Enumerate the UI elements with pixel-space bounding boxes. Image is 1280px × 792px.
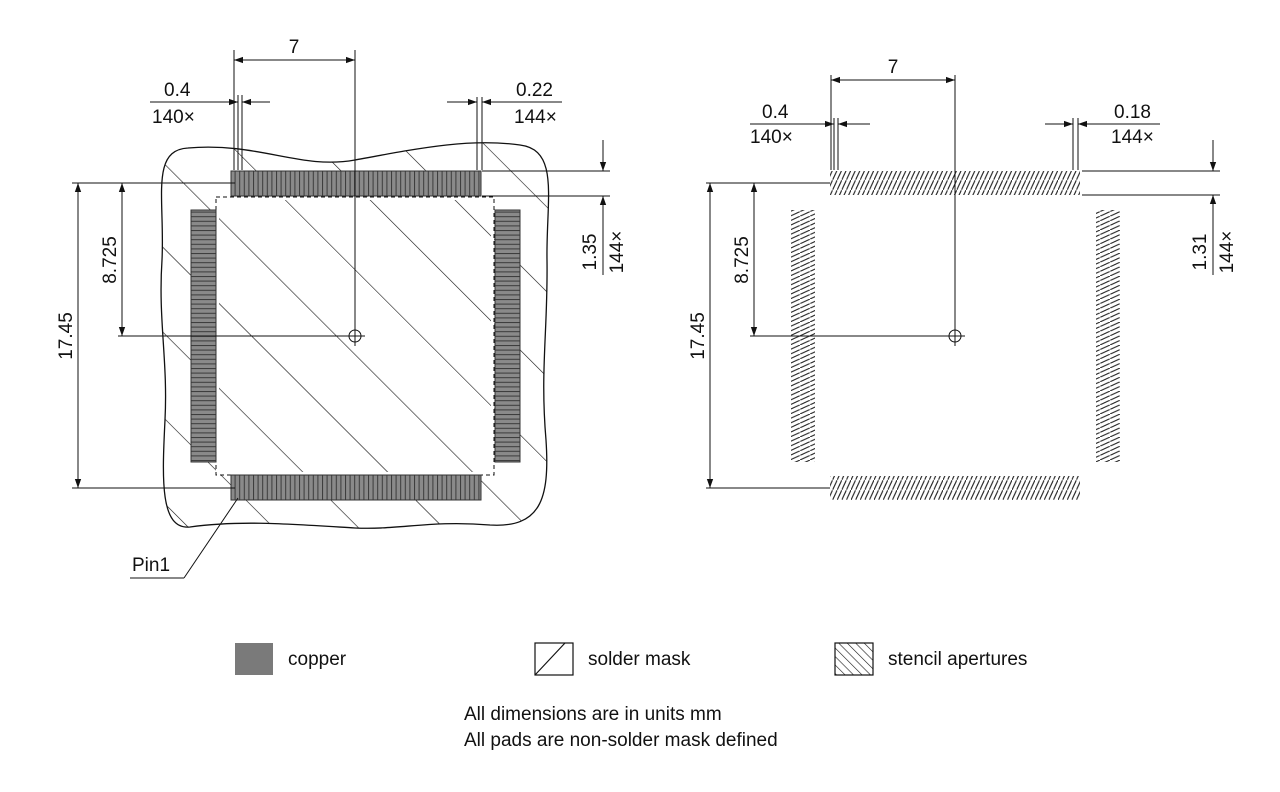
right-half-height-label: 8.725: [732, 236, 753, 284]
right-aperture-length-count: 144×: [1217, 231, 1238, 274]
right-aperture-width-value: 0.18: [1114, 102, 1151, 123]
legend-solder-mask-swatch: [534, 642, 574, 676]
left-pitch-label: 7: [289, 37, 300, 58]
right-pitch-label: 7: [888, 57, 899, 78]
left-mask-width-value: 0.22: [516, 80, 553, 101]
stencil-row-bottom: [830, 476, 1080, 500]
legend-stencil-label: stencil apertures: [888, 649, 1027, 670]
left-pad-length-count: 144×: [607, 231, 628, 274]
left-height-label: 17.45: [56, 312, 77, 360]
legend: copper solder mask stencil apertures: [235, 642, 1027, 676]
note-pads: All pads are non-solder mask defined: [464, 730, 778, 751]
right-aperture-width-count: 144×: [1111, 127, 1154, 148]
left-pad-length-value: 1.35: [580, 234, 601, 271]
left-view: 7 0.4 140× 0.22 144× 17.45: [56, 37, 628, 579]
note-units: All dimensions are in units mm: [464, 704, 722, 725]
stencil-row-right: [1096, 210, 1120, 462]
left-mask-width-count: 144×: [514, 107, 557, 128]
right-pad-width-value: 0.4: [762, 102, 789, 123]
legend-solder-mask-label: solder mask: [588, 649, 691, 670]
right-view: 7 0.4 140× 0.18 144× 17.45: [688, 57, 1238, 500]
left-pad-width-value: 0.4: [164, 80, 191, 101]
left-half-height-label: 8.725: [100, 236, 121, 284]
left-pad-width-count: 140×: [152, 107, 195, 128]
right-aperture-length-value: 1.31: [1190, 234, 1211, 271]
legend-stencil-swatch: [834, 642, 874, 676]
copper-pad-row-bottom: [230, 474, 482, 501]
legend-copper-label: copper: [288, 649, 347, 670]
copper-pad-row-top: [230, 170, 482, 197]
right-pad-width-count: 140×: [750, 127, 793, 148]
copper-pad-row-right: [494, 209, 521, 463]
right-height-label: 17.45: [688, 312, 709, 360]
legend-copper-swatch: [235, 643, 273, 675]
pin1-label: Pin1: [132, 555, 170, 576]
